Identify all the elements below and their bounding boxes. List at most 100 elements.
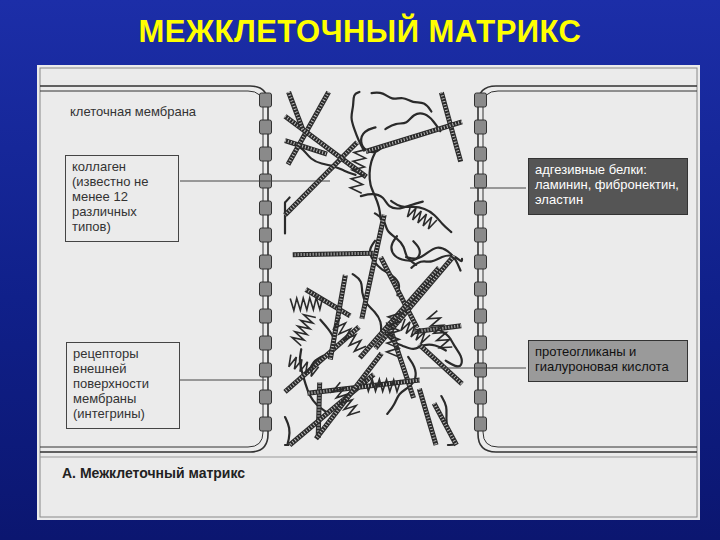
- label-box: рецепторы внешней поверхности мембраны (…: [66, 342, 180, 429]
- right-membrane-inner: [483, 91, 697, 447]
- proteoglycan-strand: [391, 236, 419, 260]
- box-text: протеогликаны и гиалуроновая кислота: [535, 345, 681, 375]
- proteoglycan-strand: [372, 93, 432, 112]
- label-box: адгезивные белки: ламинин, фибронектин, …: [528, 158, 688, 215]
- collagen-fiber: [285, 327, 359, 392]
- collagen-hatch: [293, 253, 374, 255]
- collagen-fiber: [419, 389, 436, 445]
- collagen-fiber: [288, 92, 329, 164]
- adhesive-protein-coil: [350, 149, 366, 193]
- box-text: коллаген (известно не менее 12 различных…: [72, 160, 172, 235]
- adhesive-protein-coil: [289, 355, 319, 377]
- adhesive-protein-coil: [290, 297, 323, 310]
- integrin-receptor: [260, 147, 272, 161]
- collagen-fiber: [381, 257, 418, 328]
- proteoglycan-strand: [370, 150, 381, 219]
- collagen-hatch: [330, 275, 345, 360]
- collagen-hatch: [419, 344, 462, 384]
- integrin-receptor: [260, 309, 272, 323]
- integrin-receptor: [260, 228, 272, 242]
- collagen-fiber: [360, 268, 439, 358]
- right-membrane: [478, 86, 697, 452]
- leader-line: [420, 368, 526, 369]
- integrin-receptor: [260, 336, 272, 350]
- proteoglycan-strand: [391, 201, 451, 232]
- integrin-receptor: [475, 201, 487, 215]
- adhesive-protein-coil: [387, 313, 401, 357]
- proteoglycan-strand: [285, 417, 289, 445]
- integrin-receptor: [260, 93, 272, 107]
- integrin-receptor: [260, 282, 272, 296]
- collagen-fiber: [289, 92, 303, 129]
- integrin-receptor: [475, 120, 487, 134]
- integrin-receptor: [260, 390, 272, 404]
- adhesive-protein-coil: [401, 319, 430, 344]
- integrin-receptor: [475, 390, 487, 404]
- collagen-hatch: [362, 215, 384, 319]
- integrin-receptor: [475, 336, 487, 350]
- integrin-receptor: [260, 363, 272, 377]
- integrin-receptor: [475, 93, 487, 107]
- collagen-hatch: [289, 92, 303, 129]
- label-box: коллаген (известно не менее 12 различных…: [65, 155, 179, 242]
- adhesive-protein-coil: [407, 205, 436, 229]
- integrin-receptor: [260, 120, 272, 134]
- integrin-receptor: [475, 147, 487, 161]
- receptor-squares: [260, 93, 487, 431]
- proteoglycan-strand: [352, 92, 365, 151]
- collagen-fiber: [293, 253, 374, 255]
- collagen-hatch: [419, 389, 436, 445]
- box-text: рецепторы внешней поверхности мембраны (…: [73, 347, 173, 422]
- integrin-receptor: [475, 228, 487, 242]
- integrin-receptor: [260, 417, 272, 431]
- adhesive-protein-coil: [365, 379, 401, 392]
- collagen-hatch: [381, 257, 418, 328]
- collagen-fiber: [285, 142, 357, 215]
- integrin-receptor: [475, 363, 487, 377]
- leader-line: [180, 181, 330, 182]
- collagen-fiber: [362, 215, 384, 319]
- collagen-hatch: [285, 142, 357, 215]
- integrin-receptor: [475, 417, 487, 431]
- leader-line: [470, 188, 526, 189]
- collagen-hatch: [360, 268, 439, 358]
- integrin-receptor: [475, 255, 487, 269]
- collagen-fiber: [434, 403, 456, 445]
- adhesive-protein-coil: [292, 315, 316, 346]
- panel-frame: [40, 68, 697, 517]
- collagen-hatch: [307, 380, 419, 393]
- collagen-fiber: [419, 344, 462, 384]
- leader-lines: [180, 181, 526, 380]
- box-text: адгезивные белки: ламинин, фибронектин, …: [535, 163, 681, 208]
- collagen-hatch: [366, 122, 462, 152]
- leader-line: [180, 380, 266, 381]
- adhesive-protein-coil: [334, 317, 366, 351]
- left-membrane: [40, 86, 268, 452]
- part-label: клеточная мембрана: [70, 104, 196, 119]
- label-box: протеогликаны и гиалуроновая кислота: [528, 340, 688, 382]
- collagen-fiber: [316, 353, 382, 438]
- figure-caption: А. Межклеточный матрикс: [62, 465, 245, 481]
- collagen-fiber: [366, 122, 462, 152]
- collagen-fiber: [330, 275, 345, 360]
- matrix-fibers: [285, 92, 462, 445]
- integrin-receptor: [260, 255, 272, 269]
- integrin-receptor: [475, 309, 487, 323]
- integrin-receptor: [260, 201, 272, 215]
- adhesive-protein-coil: [332, 382, 360, 415]
- cell-membranes: [40, 86, 697, 452]
- collagen-hatch: [288, 92, 329, 164]
- collagen-hatch: [316, 353, 382, 438]
- adhesive-protein-coil: [428, 311, 453, 348]
- slide-title: МЕЖКЛЕТОЧНЫЙ МАТРИКС: [0, 14, 720, 50]
- integrin-receptor: [475, 282, 487, 296]
- caption-rule: [40, 457, 697, 458]
- collagen-hatch: [434, 403, 456, 445]
- collagen-hatch: [285, 327, 359, 392]
- left-membrane-inner: [40, 91, 263, 447]
- integrin-receptor: [475, 174, 487, 188]
- collagen-fiber: [307, 380, 419, 393]
